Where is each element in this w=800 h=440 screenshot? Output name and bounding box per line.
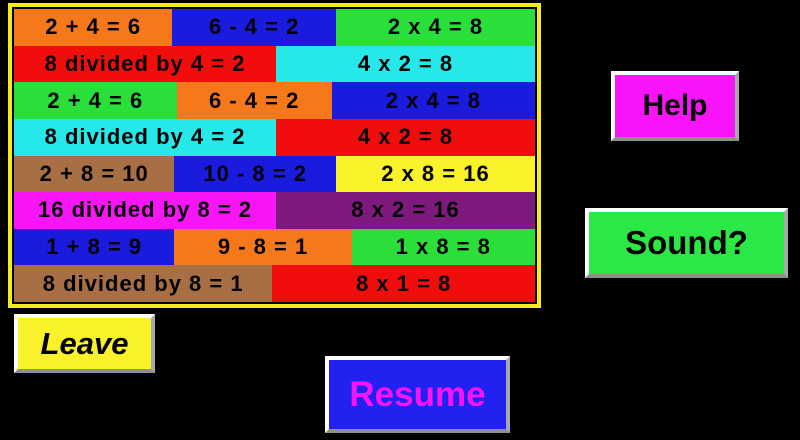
equation-cell[interactable]: 2 + 4 = 6 — [14, 82, 177, 119]
equation-cell[interactable]: 8 x 1 = 8 — [272, 265, 535, 302]
equation-cell[interactable]: 6 - 4 = 2 — [176, 82, 332, 119]
equation-cell[interactable]: 8 divided by 4 = 2 — [14, 118, 277, 156]
resume-button[interactable]: Resume — [325, 356, 510, 433]
equation-cell[interactable]: 4 x 2 = 8 — [276, 118, 535, 156]
equation-cell[interactable]: 8 x 2 = 16 — [276, 192, 535, 229]
equation-cell[interactable]: 2 x 8 = 16 — [335, 155, 535, 193]
equation-cell[interactable]: 16 divided by 8 = 2 — [14, 192, 277, 229]
equation-cell[interactable]: 10 - 8 = 2 — [174, 155, 336, 193]
leave-button[interactable]: Leave — [14, 314, 155, 373]
equation-cell[interactable]: 1 x 8 = 8 — [351, 228, 535, 266]
equation-cell[interactable]: 8 divided by 4 = 2 — [14, 45, 277, 83]
equation-cell[interactable]: 2 + 8 = 10 — [14, 155, 175, 193]
equation-cell[interactable]: 2 x 4 = 8 — [335, 9, 535, 46]
equation-cell[interactable]: 8 divided by 8 = 1 — [14, 265, 273, 302]
sound-toggle-button[interactable]: Sound? — [585, 208, 788, 278]
equation-cell[interactable]: 2 + 4 = 6 — [14, 9, 173, 46]
help-button[interactable]: Help — [611, 71, 739, 141]
equation-cell[interactable]: 2 x 4 = 8 — [331, 82, 535, 119]
equation-cell[interactable]: 6 - 4 = 2 — [172, 9, 336, 46]
equation-cell[interactable]: 4 x 2 = 8 — [276, 45, 535, 83]
equation-cell[interactable]: 9 - 8 = 1 — [174, 228, 352, 266]
equation-cell[interactable]: 1 + 8 = 9 — [14, 228, 175, 266]
